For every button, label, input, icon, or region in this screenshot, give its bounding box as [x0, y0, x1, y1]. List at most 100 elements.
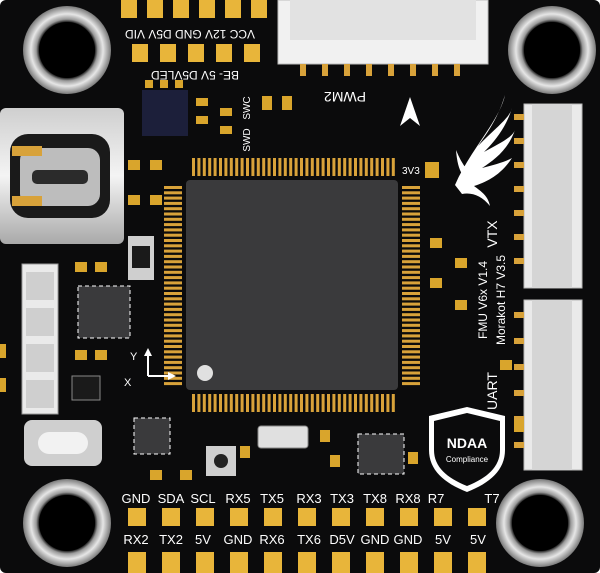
mcu-pin — [164, 260, 182, 264]
mcu-pin — [267, 158, 271, 176]
chip-small-top — [142, 90, 188, 136]
mcu-pin — [164, 191, 182, 195]
mcu-pin — [164, 207, 182, 211]
mounting-hole-icon — [23, 6, 111, 94]
mcu-pin — [402, 302, 420, 306]
connector-pin — [514, 364, 524, 370]
mcu-pin — [283, 394, 287, 412]
mcu-pin — [164, 371, 182, 375]
mcu-pin — [381, 394, 384, 412]
bottom-pad — [196, 552, 214, 573]
bottom-pad — [434, 508, 452, 526]
mcu-pin — [364, 394, 368, 412]
mcu-pin — [402, 254, 420, 258]
bottom-pad — [128, 508, 146, 526]
axis-arrows-icon — [144, 348, 176, 380]
mcu-pin — [337, 394, 341, 412]
mcu-pin — [402, 217, 420, 221]
bottom-pad — [298, 508, 316, 526]
mcu-pin — [208, 158, 212, 176]
bottom-pad-label: T7 — [484, 491, 499, 506]
mcu-pin — [402, 281, 420, 285]
mcu-pin — [164, 292, 182, 295]
mcu-pin — [343, 158, 347, 176]
bottom-pad-label: SDA — [158, 491, 185, 506]
mcu-pin — [246, 158, 249, 176]
ndaa-shield-icon — [429, 407, 505, 492]
mcu-pin — [240, 158, 244, 176]
mcu-pin — [381, 158, 384, 176]
v3v3-label: 3V3 — [402, 166, 420, 177]
bottom-pad — [298, 552, 316, 573]
mcu-pin — [251, 394, 255, 412]
mcu-pin — [164, 212, 182, 216]
mcu-pin — [359, 394, 363, 412]
mcu-pin — [316, 394, 320, 412]
mcu-pin — [402, 339, 420, 343]
connector-pin — [514, 114, 524, 120]
bottom-solder-pads — [128, 508, 486, 573]
mcu-pin — [164, 244, 182, 248]
imu-chip — [133, 417, 171, 455]
bottom-pad — [400, 508, 418, 526]
connector-pin — [514, 338, 524, 344]
bottom-pad — [468, 508, 486, 526]
mcu-pin — [402, 286, 420, 290]
bottom-pad-label: R7 — [428, 491, 445, 506]
mcu-pin — [370, 394, 374, 412]
mcu-pin — [391, 394, 395, 412]
mcu-pin — [402, 334, 420, 338]
mcu-pin — [202, 158, 206, 176]
mcu-pin — [402, 244, 420, 248]
mcu-pin — [164, 281, 182, 285]
mcu-pin — [402, 191, 420, 195]
bottom-pad — [162, 508, 180, 526]
mcu-pin — [354, 394, 357, 412]
mcu-pin — [262, 158, 266, 176]
bottom-pad-label: TX2 — [159, 532, 183, 547]
mcu-pins — [164, 158, 420, 412]
mcu-pin — [235, 394, 239, 412]
mcu-pin — [164, 376, 182, 380]
mcu-pin — [192, 394, 195, 412]
mcu-pin — [164, 223, 182, 227]
mcu-pin — [402, 233, 420, 237]
bottom-pad — [162, 552, 180, 573]
boot-button[interactable] — [214, 454, 228, 468]
reset-button[interactable] — [24, 420, 102, 466]
mcu-pin — [164, 201, 182, 205]
bottom-pad-label: RX2 — [123, 532, 148, 547]
mcu-pin — [321, 158, 325, 176]
mcu-pin — [402, 355, 420, 359]
mcu-pin — [251, 158, 255, 176]
uart-connector — [523, 299, 583, 471]
mcu-pin — [164, 265, 182, 269]
mcu-pin — [337, 158, 341, 176]
mcu-pin — [164, 382, 182, 386]
axis-y-label: Y — [130, 351, 138, 363]
bottom-pad — [128, 552, 146, 573]
baro-chip — [357, 433, 405, 475]
bottom-pad — [332, 552, 350, 573]
vtx-connector — [523, 103, 583, 289]
mcu-pin — [164, 307, 182, 311]
connector-pin — [514, 416, 524, 422]
mcu-pin — [197, 158, 201, 176]
model-label: Morakot H7 V3.5 — [494, 255, 508, 345]
mcu-pin — [202, 394, 206, 412]
mcu-pin — [327, 394, 330, 412]
mcu-pin — [229, 394, 233, 412]
mcu-pin — [164, 286, 182, 290]
connector-pin — [514, 210, 524, 216]
mcu-pin — [197, 394, 201, 412]
mcu-pin — [402, 249, 420, 253]
mcu-pin — [386, 158, 390, 176]
mcu-pin — [348, 394, 352, 412]
mcu-pin — [402, 239, 420, 242]
mcu-pin — [370, 158, 374, 176]
mcu-pin — [224, 158, 228, 176]
mcu-pin — [273, 158, 276, 176]
mcu-pin — [402, 307, 420, 311]
mcu-pin — [364, 158, 368, 176]
